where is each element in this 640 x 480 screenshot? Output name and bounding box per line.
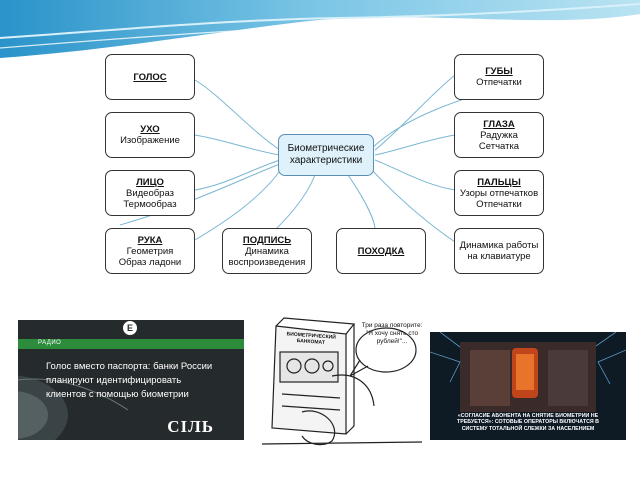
biometrics-mind-map: Биометрические характеристики ГОЛОС УХО … xyxy=(100,50,555,275)
node-hand-title: РУКА xyxy=(137,234,163,246)
node-signature-title: ПОДПИСЬ xyxy=(242,234,292,246)
radio-logo-icon: Е xyxy=(123,321,137,335)
node-voice-title: ГОЛОС xyxy=(133,71,167,83)
surveillance-news-image: «СОГЛАСИЕ АБОНЕНТА НА СНЯТИЕ БИОМЕТРИИ Н… xyxy=(430,332,626,440)
node-fingers-line1: Узоры отпечатков xyxy=(459,187,539,199)
radio-news-image: Е РАДИО Голос вместо паспорта: банки Рос… xyxy=(18,320,244,440)
biometric-atm-cartoon: БИОМЕТРИЧЕСКИЙ БАНКОМАТ xyxy=(262,316,422,449)
node-keyboard-line2: на клавиатуре xyxy=(467,251,531,262)
center-node-line2: характеристики xyxy=(289,155,363,166)
node-lips-line1: Отпечатки xyxy=(476,77,522,88)
node-fingers-line2: Отпечатки xyxy=(476,198,522,210)
node-signature: ПОДПИСЬ Динамика воспроизведения xyxy=(222,228,312,274)
node-keyboard-dynamics: Динамика работы на клавиатуре xyxy=(454,228,544,274)
node-fingers-title: ПАЛЬЦЫ xyxy=(477,176,521,188)
phone-surveillance-graphic xyxy=(430,332,626,412)
center-node: Биометрические характеристики xyxy=(278,134,374,176)
node-hand: РУКА Геометрия Образ ладони xyxy=(105,228,195,274)
node-signature-line1: Динамика xyxy=(245,245,289,257)
node-face-line1: Видеобраз xyxy=(125,187,174,199)
node-hand-line2: Образ ладони xyxy=(118,256,182,268)
eye-closeup-graphic xyxy=(18,375,129,440)
node-face: ЛИЦО Видеобраз Термообраз xyxy=(105,170,195,216)
radio-brand-logo: СІЛЬ xyxy=(167,417,214,436)
node-ear: УХО Изображение xyxy=(105,112,195,158)
cartoon-drawing xyxy=(262,317,422,446)
node-gait: ПОХОДКА xyxy=(336,228,426,274)
node-ear-title: УХО xyxy=(140,124,160,135)
node-face-title: ЛИЦО xyxy=(136,176,164,188)
node-gait-title: ПОХОДКА xyxy=(357,245,405,257)
node-eyes: ГЛАЗА Радужка Сетчатка xyxy=(454,112,544,158)
radio-headline: Голос вместо паспорта: банки России план… xyxy=(46,361,213,400)
news-caption: «СОГЛАСИЕ АБОНЕНТА НА СНЯТИЕ БИОМЕТРИИ Н… xyxy=(456,412,600,432)
node-keyboard-line1: Динамика работы xyxy=(459,240,539,251)
node-ear-line1: Изображение xyxy=(120,135,180,146)
node-eyes-title: ГЛАЗА xyxy=(483,118,515,130)
radio-tag: РАДИО xyxy=(38,340,62,346)
node-fingers: ПАЛЬЦЫ Узоры отпечатков Отпечатки xyxy=(454,170,544,216)
slide-header-wave xyxy=(0,0,640,58)
center-node-line1: Биометрические xyxy=(287,143,365,154)
cartoon-speech-bubble: Три раза повторите: "Я хочу снять сто ру… xyxy=(361,322,423,345)
node-hand-line1: Геометрия xyxy=(126,245,174,257)
node-voice: ГОЛОС xyxy=(105,54,195,100)
connector-lines xyxy=(119,74,541,243)
node-face-line2: Термообраз xyxy=(123,198,177,210)
node-lips: ГУБЫ Отпечатки xyxy=(454,54,544,100)
radio-green-bar xyxy=(18,339,244,349)
node-eyes-line1: Радужка xyxy=(480,129,518,141)
node-signature-line2: воспроизведения xyxy=(228,256,306,268)
node-eyes-line2: Сетчатка xyxy=(478,140,520,152)
node-lips-title: ГУБЫ xyxy=(485,66,513,77)
